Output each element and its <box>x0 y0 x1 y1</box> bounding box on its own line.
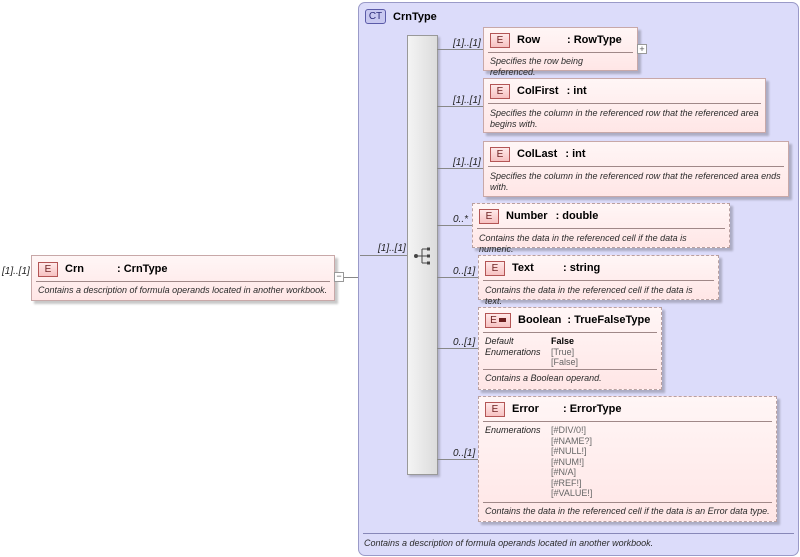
element-type: : CrnType <box>117 263 168 275</box>
enumerations-label: Enumerations <box>485 425 541 435</box>
default-label: Default <box>485 336 514 346</box>
text-multiplicity: 0..[1] <box>453 266 476 277</box>
enum-value: [#NULL!] <box>551 446 587 456</box>
element-badge-icon: E <box>490 83 510 99</box>
element-number[interactable]: E Number : double Contains the data in t… <box>472 203 730 254</box>
enum-value: [#NAME?] <box>551 435 593 446</box>
element-colfirst[interactable]: E ColFirst : int Specifies the column in… <box>483 78 766 133</box>
element-name: Number <box>506 210 548 222</box>
element-description: Contains a Boolean operand. <box>485 373 602 383</box>
collapse-toggle-icon[interactable]: − <box>334 272 344 282</box>
element-name: ColFirst <box>517 85 559 97</box>
row-multiplicity: [1]..[1] <box>453 38 481 49</box>
element-name: Boolean <box>518 314 562 326</box>
element-name: Crn <box>65 263 84 275</box>
element-type: : RowType <box>567 34 622 46</box>
enum-value: [#VALUE!] <box>551 488 593 498</box>
element-type: : double <box>555 210 599 222</box>
element-name: Row <box>517 34 541 46</box>
boolean-multiplicity: 0..[1] <box>453 337 476 348</box>
element-name: Error <box>512 403 539 415</box>
element-description: Specifies the column in the referenced r… <box>490 171 781 192</box>
collast-multiplicity: [1]..[1] <box>453 157 481 168</box>
element-badge-icon: E <box>485 260 505 276</box>
element-collast[interactable]: E ColLast : int Specifies the column in … <box>483 141 789 197</box>
element-badge-icon: E <box>38 261 58 277</box>
error-multiplicity: 0..[1] <box>453 448 476 459</box>
element-type: : ErrorType <box>563 403 622 415</box>
element-row[interactable]: E Row : RowType Specifies the row being … <box>483 27 638 77</box>
element-type: : string <box>563 262 601 274</box>
element-badge-icon: E <box>479 208 499 224</box>
enum-value: [#N/A] <box>551 467 577 477</box>
number-multiplicity: 0..* <box>453 214 469 225</box>
expand-toggle-icon[interactable]: + <box>637 44 647 54</box>
element-text[interactable]: E Text : string Contains the data in the… <box>478 255 719 306</box>
element-type: : int <box>566 85 587 97</box>
element-error[interactable]: E Error : ErrorType Enumerations [#DIV/0… <box>478 396 777 522</box>
element-badge-icon: E <box>490 146 510 162</box>
enum-value: [True] <box>551 346 575 357</box>
enum-value: [#NUM!] <box>551 456 585 467</box>
complex-type-name: CrnType <box>393 10 437 23</box>
element-description: Contains the data in the referenced cell… <box>485 285 693 306</box>
sequence-compositor[interactable] <box>407 35 438 475</box>
default-value: False <box>551 336 575 346</box>
colfirst-multiplicity: [1]..[1] <box>453 95 481 106</box>
element-name: ColLast <box>517 148 558 160</box>
sequence-icon <box>414 247 430 265</box>
element-type: : TrueFalseType <box>567 314 651 326</box>
enum-value: [False] <box>551 357 579 367</box>
element-enum-badge-icon: E <box>485 312 511 328</box>
element-badge-icon: E <box>490 32 510 48</box>
sequence-multiplicity: [1]..[1] <box>378 243 406 254</box>
root-multiplicity: [1]..[1] <box>2 266 30 277</box>
enum-value: [#DIV/0!] <box>551 425 587 435</box>
element-badge-icon: E <box>485 401 505 417</box>
element-type: : int <box>565 148 586 160</box>
element-description: Specifies the row being referenced. <box>490 56 584 77</box>
element-description: Contains the data in the referenced cell… <box>485 506 770 516</box>
root-element-crn[interactable]: E Crn : CrnType Contains a description o… <box>31 255 335 301</box>
element-boolean[interactable]: E Boolean : TrueFalseType Default False … <box>478 307 662 390</box>
element-name: Text <box>512 262 534 274</box>
complex-type-description: Contains a description of formula operan… <box>364 538 654 548</box>
complex-type-badge-icon: CT <box>365 9 386 24</box>
element-description: Specifies the column in the referenced r… <box>490 108 759 129</box>
enum-value: [#REF!] <box>551 477 582 488</box>
enumerations-label: Enumerations <box>485 346 541 357</box>
element-description: Contains a description of formula operan… <box>38 285 328 295</box>
element-description: Contains the data in the referenced cell… <box>479 233 687 254</box>
